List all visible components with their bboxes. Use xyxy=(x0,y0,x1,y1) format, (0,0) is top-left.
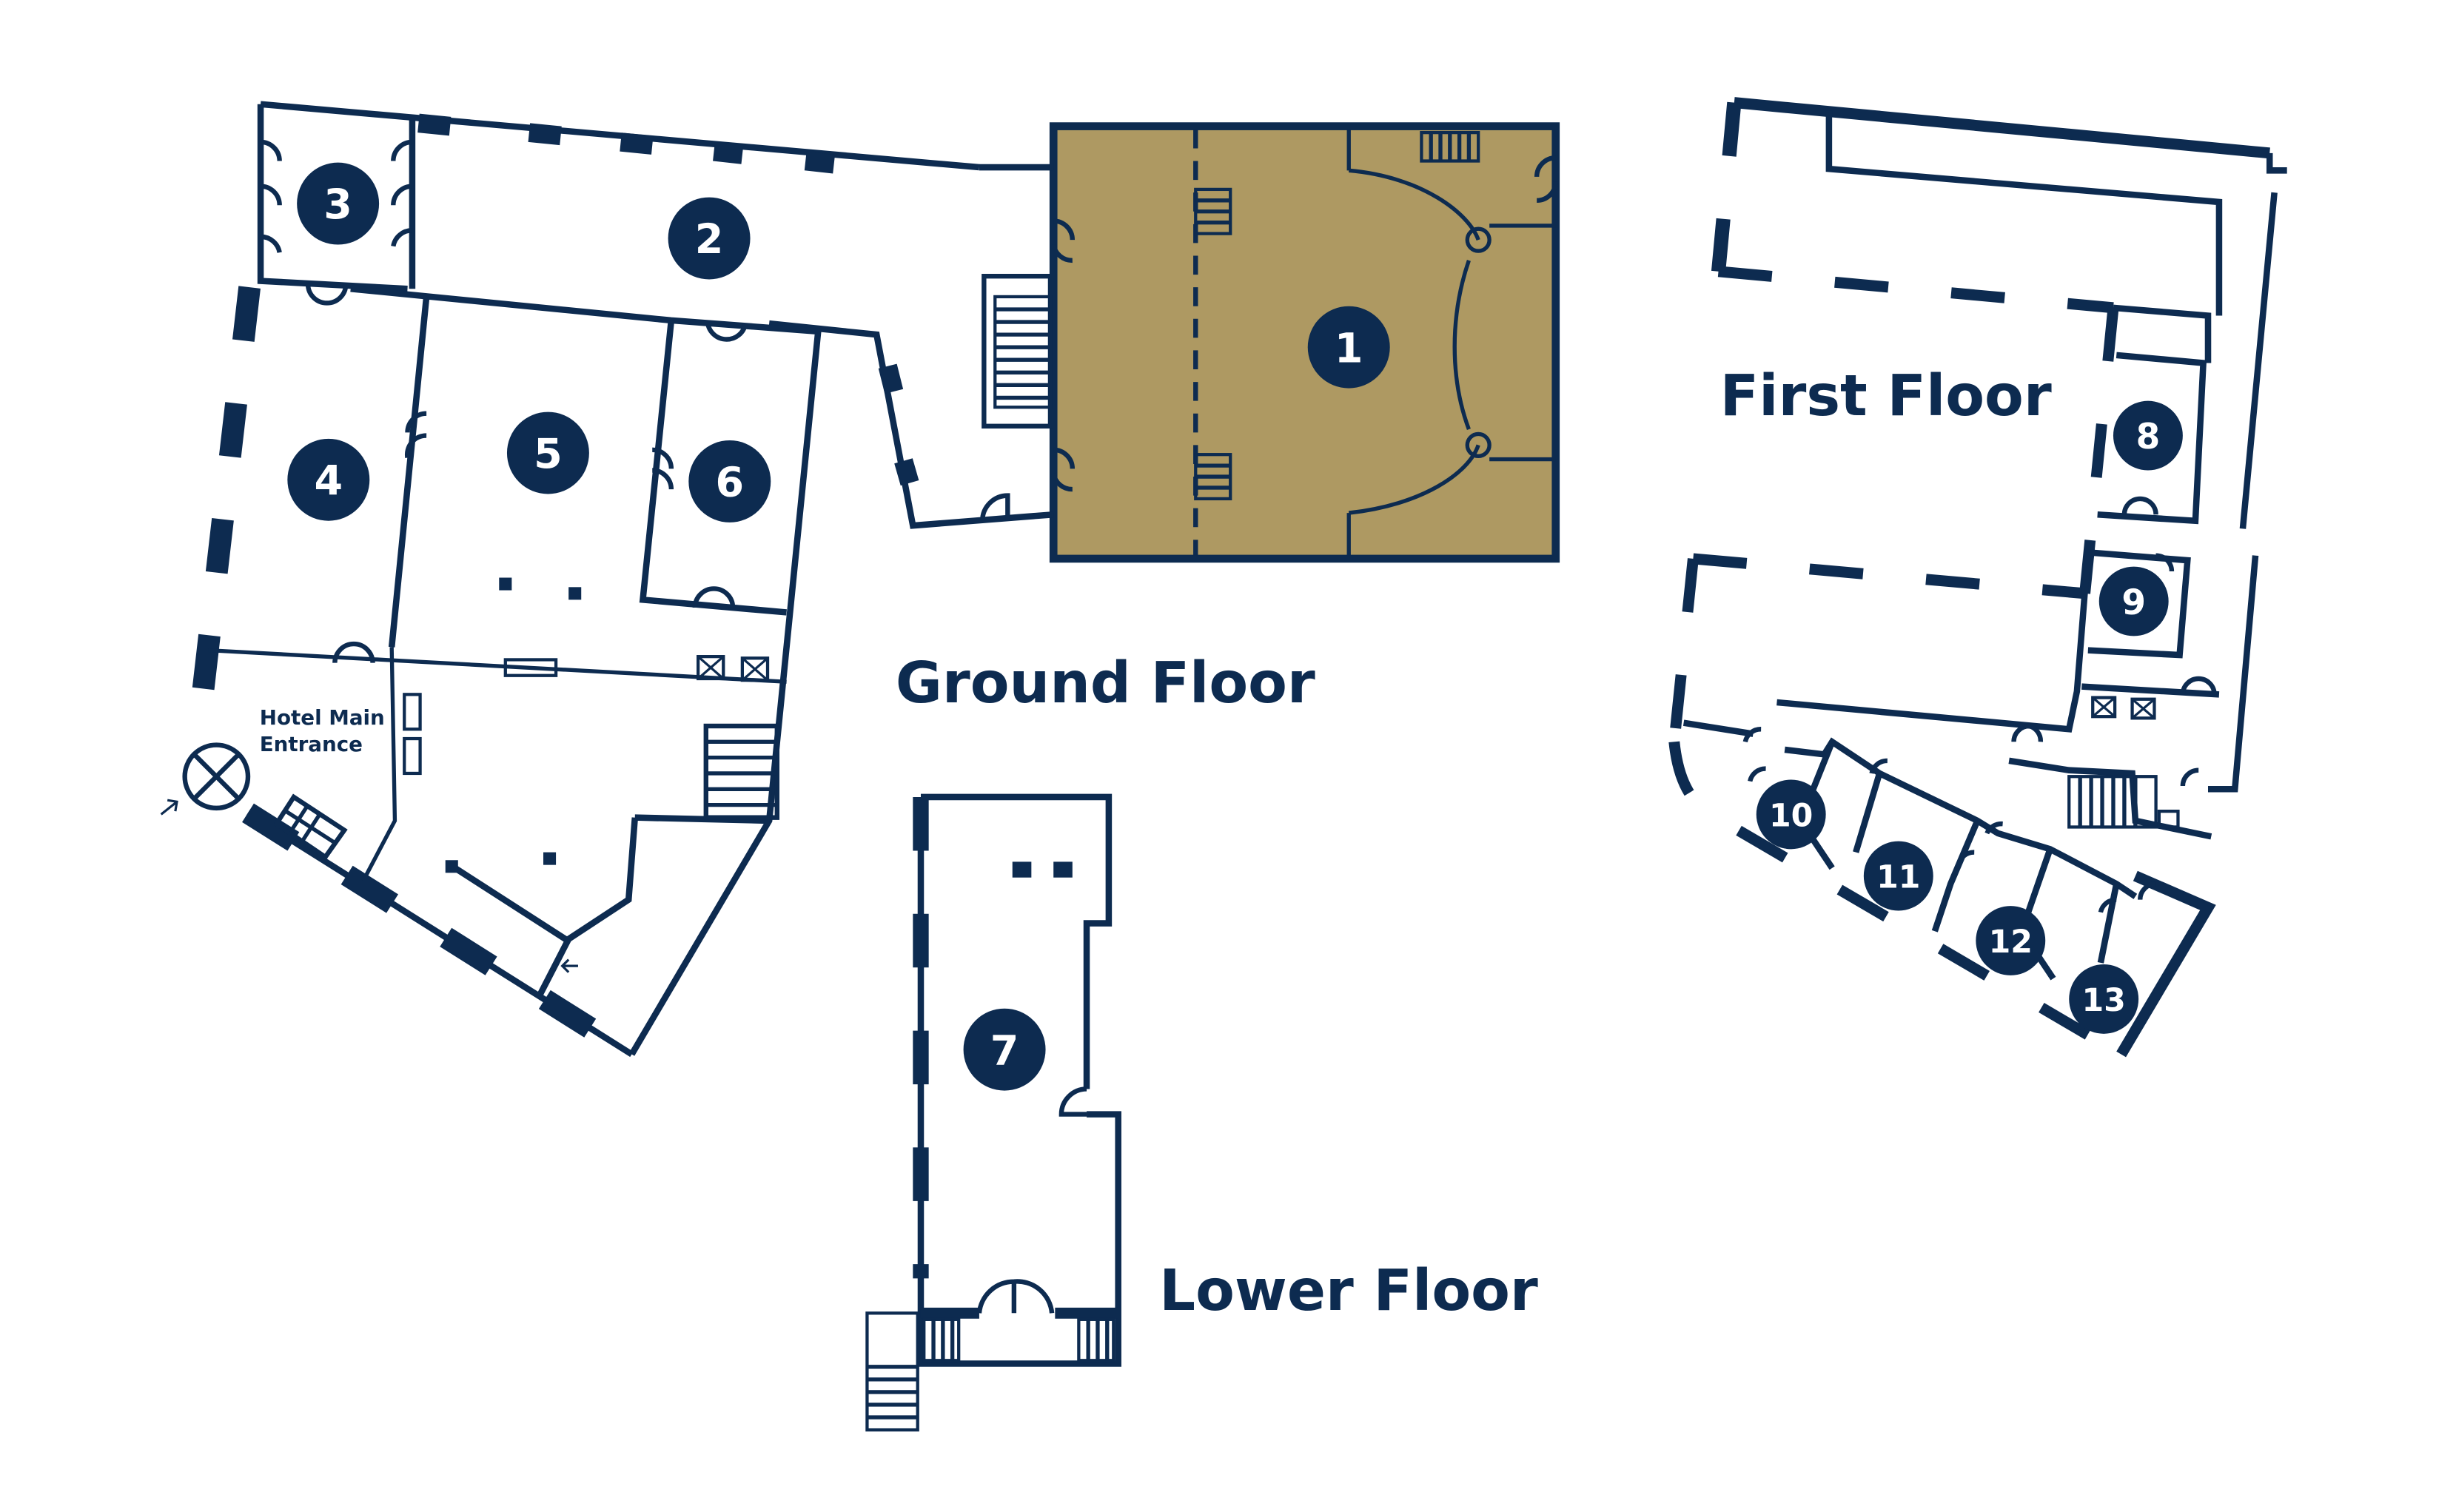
room-5-number: 5 xyxy=(534,431,563,478)
lower-pillar-2 xyxy=(1053,861,1073,878)
first-inner-wall xyxy=(1825,110,2223,525)
lobby-staircase xyxy=(703,723,780,820)
room-4-5-divider xyxy=(388,296,430,648)
first-staircase xyxy=(2067,775,2158,829)
room-10-number: 10 xyxy=(1769,798,1813,835)
room-4-number: 4 xyxy=(315,457,343,505)
lobby-seating-2 xyxy=(403,736,422,776)
room-11-marker[interactable]: 11 xyxy=(1863,841,1933,911)
room-3-number: 3 xyxy=(323,181,352,229)
lower-floor-double-door xyxy=(976,1279,1055,1314)
lobby-partition xyxy=(361,647,397,882)
room-3-doors xyxy=(260,139,413,306)
room-9-marker[interactable]: 9 xyxy=(2098,566,2169,636)
first-top-wall xyxy=(1734,97,2270,159)
lobby-pillar-4 xyxy=(445,860,458,873)
room-12-marker[interactable]: 12 xyxy=(1976,906,2046,975)
room-6-marker[interactable]: 6 xyxy=(688,440,771,523)
room-2-marker[interactable]: 2 xyxy=(668,197,751,280)
ballroom-door-top-right xyxy=(1534,155,1558,204)
lobby-pillar-2 xyxy=(568,587,582,600)
ballroom-stage xyxy=(1452,224,1556,462)
entrance-steps xyxy=(273,793,348,861)
room-1-marker[interactable]: 1 xyxy=(1307,306,1390,389)
ballroom-fill xyxy=(1053,126,1556,559)
first-lower-end-wall xyxy=(2116,870,2216,1058)
ballroom-walls xyxy=(1049,122,1560,563)
ballroom-door-left-top xyxy=(1051,218,1076,263)
lower-floor-plan: 7 Lower Floor xyxy=(865,793,1538,1432)
ground-block-doors xyxy=(332,320,748,663)
lower-pillar-1 xyxy=(1012,861,1032,878)
room-5-marker[interactable]: 5 xyxy=(506,411,589,494)
room-2-number: 2 xyxy=(695,216,724,263)
entrance-label-line-2: Entrance xyxy=(260,732,363,756)
lobby-seating-1 xyxy=(403,693,422,731)
ballroom-stairs-left-top xyxy=(1194,187,1232,235)
ground-left-dashed-wall xyxy=(188,286,261,728)
first-right-dashed xyxy=(2079,307,2119,594)
ballroom-door-left-bottom xyxy=(1051,447,1076,492)
lobby-arrow-icon xyxy=(560,958,578,973)
lobby-pillar-1 xyxy=(499,577,512,591)
lower-floor-door-right xyxy=(1058,1086,1087,1117)
lobby-bench xyxy=(503,658,558,677)
revolving-door-icon xyxy=(182,742,251,811)
room-3-marker[interactable]: 3 xyxy=(297,162,380,245)
lower-stairs-left xyxy=(922,1317,961,1363)
ground-top-wing-walls xyxy=(257,101,980,292)
ground-floor-plan: 1 2 3 4 5 6 Hotel Main Entrance Ground F… xyxy=(160,101,1560,1064)
lower-exterior-stairs xyxy=(865,1311,919,1432)
first-floor-label: First Floor xyxy=(1720,363,2052,429)
room-7-marker[interactable]: 7 xyxy=(963,1008,1046,1091)
room-13-marker[interactable]: 13 xyxy=(2069,964,2139,1034)
ground-bottom-dashed-wall xyxy=(242,803,638,1064)
first-top-bottom-dashed xyxy=(1717,266,2114,314)
entrance-label-line-1: Hotel Main xyxy=(260,705,385,730)
room-4-marker[interactable]: 4 xyxy=(287,438,370,521)
lobby-lift-boxes xyxy=(696,655,770,682)
room-5-6-divider xyxy=(639,320,787,616)
first-lower-curve-dashed xyxy=(1668,741,2124,1059)
first-right-wall xyxy=(2207,152,2287,793)
room-8-number: 8 xyxy=(2136,417,2161,457)
lobby-pillar-3 xyxy=(543,852,557,865)
first-lift-boxes xyxy=(2091,696,2180,829)
ballroom-stairs-top xyxy=(1420,131,1480,163)
first-floor-plan: 8 9 10 11 12 13 First Floor xyxy=(1668,97,2287,1059)
ballroom-stairs-left-bottom xyxy=(1194,453,1232,501)
ground-main-block-walls xyxy=(246,286,822,1058)
first-floor-doors xyxy=(1742,496,2217,913)
first-lower-left-dashed xyxy=(1668,558,1699,743)
room-1-number: 1 xyxy=(1335,325,1363,372)
lower-floor-label: Lower Floor xyxy=(1159,1258,1538,1324)
lobby-top-wall xyxy=(208,648,787,684)
first-lower-top-dashed xyxy=(1692,553,2086,599)
ballroom-column-bottom xyxy=(1465,431,1492,458)
room-6-number: 6 xyxy=(715,460,744,507)
room-11-number: 11 xyxy=(1876,859,1920,896)
corridor-door xyxy=(979,493,1010,521)
first-lower-inner-walls xyxy=(1682,548,2220,899)
room-8-marker[interactable]: 8 xyxy=(2113,400,2183,471)
ballroom-column-top xyxy=(1465,226,1492,253)
first-top-left-dashed xyxy=(1711,101,1742,272)
room-7-number: 7 xyxy=(990,1027,1019,1075)
room-12-number: 12 xyxy=(1989,924,2033,961)
room-10-marker[interactable]: 10 xyxy=(1756,779,1826,850)
corridor-staircase xyxy=(982,274,1053,429)
ground-top-wing-windows xyxy=(417,113,836,174)
lobby-inner-walls xyxy=(448,814,770,996)
room-9-number: 9 xyxy=(2121,582,2146,623)
ground-floor-label: Ground Floor xyxy=(896,651,1315,716)
entrance-arrow-icon xyxy=(160,799,178,816)
room-13-number: 13 xyxy=(2081,982,2125,1019)
corridor-window-marks xyxy=(878,363,919,486)
lower-stairs-right xyxy=(1077,1317,1115,1363)
